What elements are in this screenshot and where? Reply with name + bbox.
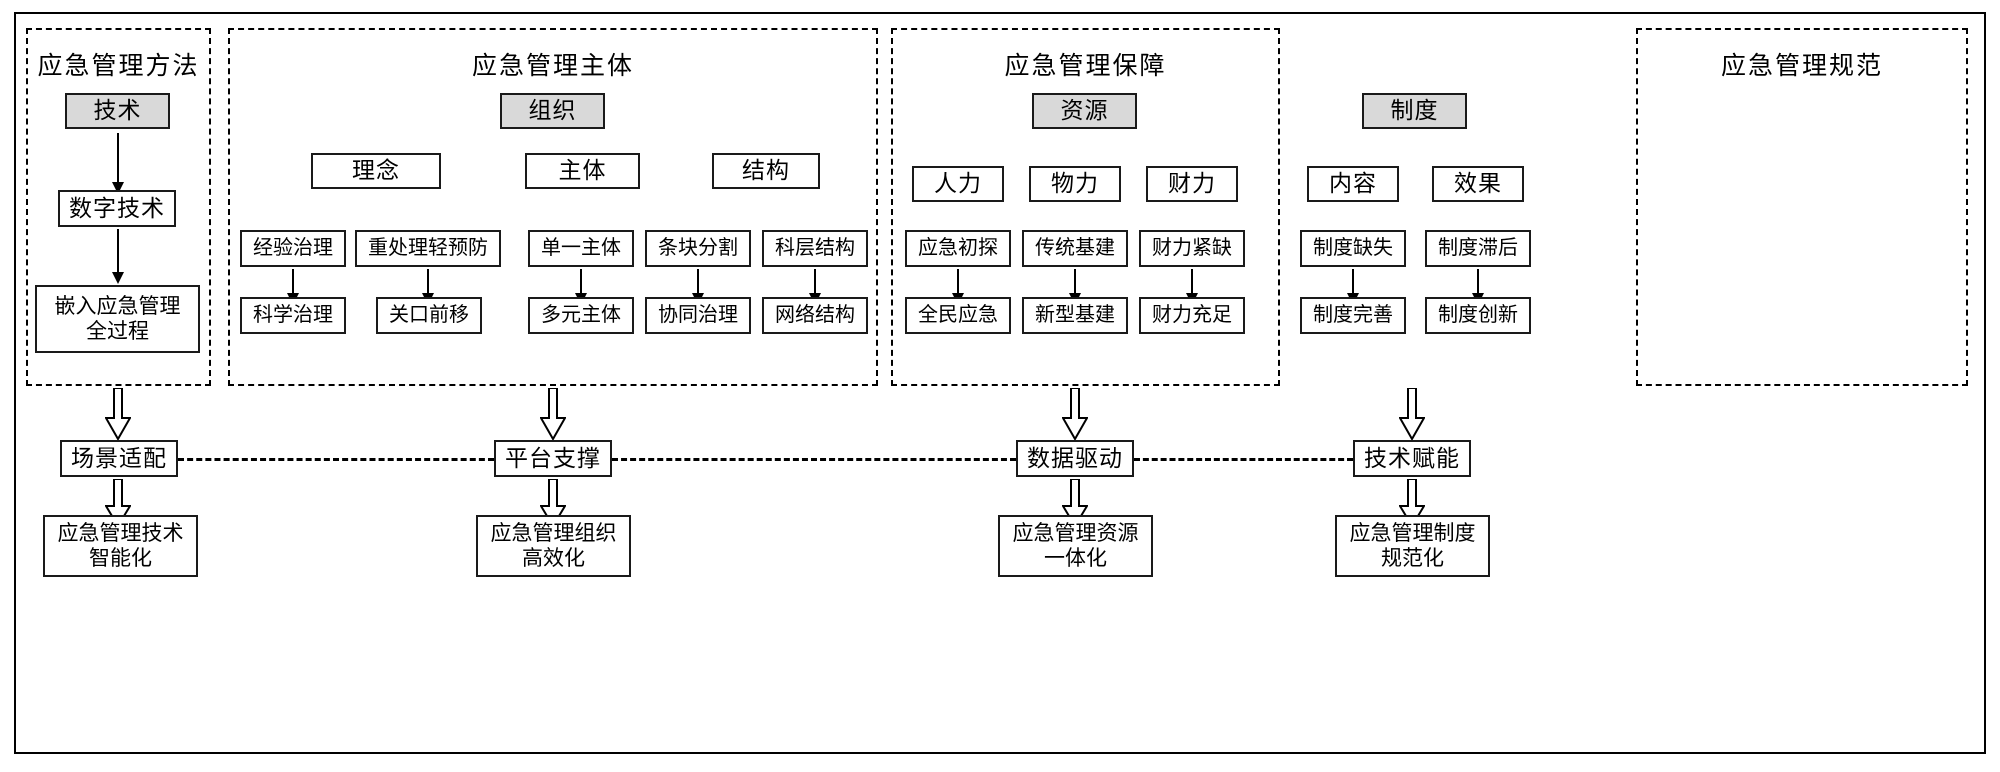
node-support-before-1: 传统基建: [1022, 230, 1128, 267]
blockarrow-subject: [540, 388, 566, 440]
pillar-method-title: 应急管理方法: [37, 53, 200, 80]
node-subject-before-1: 重处理轻预防: [355, 230, 501, 267]
arrow-subject-chain-0: [287, 269, 299, 305]
pillar-subject-title: 应急管理主体: [471, 53, 634, 80]
arrow-subject-chain-2: [575, 269, 587, 305]
node-method-before-0: 数字技术: [58, 190, 176, 227]
node-support-before-0: 应急初探: [905, 230, 1011, 267]
outcome-method: 应急管理技术 智能化: [43, 515, 198, 577]
node-method-after-0: 嵌入应急管理 全过程: [35, 285, 200, 353]
pillar-norm: 应急管理规范: [1636, 28, 1968, 386]
node-subject-after-3: 协同治理: [645, 297, 751, 334]
midlabel-support-2: 财力: [1146, 166, 1238, 202]
pillar-support-title: 应急管理保障: [1004, 53, 1167, 80]
outcome-subject: 应急管理组织 高效化: [476, 515, 631, 577]
pillar-support-head: 资源: [1032, 93, 1137, 129]
outcome-support: 应急管理资源 一体化: [998, 515, 1153, 577]
midlabel-support-0: 人力: [912, 166, 1004, 202]
midlabel-subject-0: 理念: [311, 153, 441, 189]
pillar-subject-head: 组织: [500, 93, 605, 129]
arrow-subject-chain-1: [422, 269, 434, 305]
pillar-method: 应急管理方法: [26, 28, 211, 386]
node-norm-before-0: 制度缺失: [1300, 230, 1406, 267]
node-subject-before-4: 科层结构: [762, 230, 868, 267]
node-norm-after-1: 制度创新: [1425, 297, 1531, 334]
arrow-method-chain-0: [112, 229, 124, 284]
node-support-after-2: 财力充足: [1139, 297, 1245, 334]
blockarrow-support: [1062, 388, 1088, 440]
pillar-norm-title: 应急管理规范: [1720, 53, 1883, 80]
arrow-support-chain-1: [1069, 269, 1081, 305]
dashline-support-to-norm: [1134, 458, 1353, 461]
node-subject-after-0: 科学治理: [240, 297, 346, 334]
blockarrow-norm: [1399, 388, 1425, 440]
midlabel-subject-2: 结构: [712, 153, 820, 189]
outcome-norm: 应急管理制度 规范化: [1335, 515, 1490, 577]
connector-norm[interactable]: 技术赋能: [1353, 440, 1471, 477]
midlabel-norm-1: 效果: [1432, 166, 1524, 202]
outer-frame: [14, 12, 1986, 754]
node-subject-before-3: 条块分割: [645, 230, 751, 267]
midlabel-subject-1: 主体: [525, 153, 640, 189]
node-subject-before-0: 经验治理: [240, 230, 346, 267]
pillar-support: 应急管理保障: [891, 28, 1280, 386]
arrow-norm-chain-1: [1472, 269, 1484, 305]
pillar-subject: 应急管理主体: [228, 28, 878, 386]
midlabel-norm-0: 内容: [1307, 166, 1399, 202]
arrow-norm-chain-0: [1347, 269, 1359, 305]
node-norm-before-1: 制度滞后: [1425, 230, 1531, 267]
pillar-method-head: 技术: [65, 93, 170, 129]
arrow-support-chain-0: [952, 269, 964, 305]
connector-method[interactable]: 场景适配: [60, 440, 178, 477]
node-norm-after-0: 制度完善: [1300, 297, 1406, 334]
node-subject-after-2: 多元主体: [528, 297, 634, 334]
node-subject-before-2: 单一主体: [528, 230, 634, 267]
arrow-support-chain-2: [1186, 269, 1198, 305]
arrow-method-head-to-before: [112, 133, 124, 194]
node-subject-after-1: 关口前移: [376, 297, 482, 334]
node-support-after-0: 全民应急: [905, 297, 1011, 334]
arrow-subject-chain-4: [809, 269, 821, 305]
dashline-method-to-subject: [178, 458, 494, 461]
dashline-subject-to-support: [612, 458, 1016, 461]
pillar-norm-head: 制度: [1362, 93, 1467, 129]
blockarrow-method: [105, 388, 131, 440]
node-support-before-2: 财力紧缺: [1139, 230, 1245, 267]
node-subject-after-4: 网络结构: [762, 297, 868, 334]
arrow-subject-chain-3: [692, 269, 704, 305]
connector-support[interactable]: 数据驱动: [1016, 440, 1134, 477]
connector-subject[interactable]: 平台支撑: [494, 440, 612, 477]
midlabel-support-1: 物力: [1029, 166, 1121, 202]
node-support-after-1: 新型基建: [1022, 297, 1128, 334]
